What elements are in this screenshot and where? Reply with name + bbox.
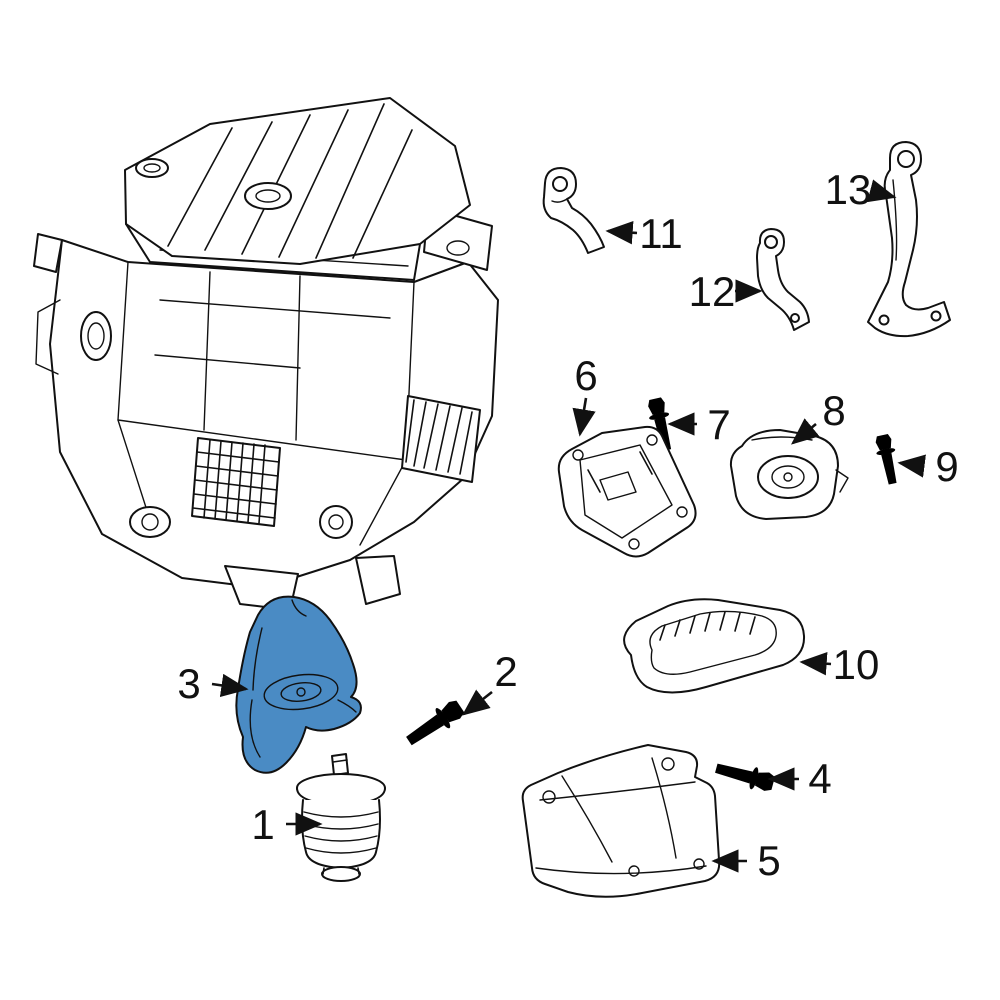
label-part-7: 7 [707, 401, 730, 448]
part-6-bracket [557, 425, 697, 558]
part-9-bolt [872, 433, 903, 486]
part-3-mount-bracket-highlighted [235, 595, 362, 774]
part-1-engine-mount [296, 753, 386, 882]
label-part-8: 8 [822, 387, 845, 434]
arrow-8 [790, 418, 820, 445]
arrow-3 [211, 673, 249, 697]
part-8-mount [729, 429, 849, 520]
arrow-9 [897, 454, 926, 478]
arrow-13 [867, 179, 897, 203]
label-part-9: 9 [935, 443, 958, 490]
part-5-mount-bracket [521, 744, 721, 898]
callout-arrows [211, 179, 926, 873]
part-10-support-bracket [623, 598, 806, 694]
arrow-11 [605, 221, 638, 245]
engine-assembly-illustration [33, 97, 499, 611]
label-part-2: 2 [494, 648, 517, 695]
label-part-6: 6 [574, 352, 597, 399]
part-13-bracket [867, 141, 951, 338]
arrow-6 [572, 397, 596, 437]
arrow-10 [799, 652, 832, 676]
label-part-12: 12 [689, 268, 736, 315]
label-part-4: 4 [808, 755, 831, 802]
callout-numbers: 1 2 3 4 5 6 7 8 9 10 11 12 13 [177, 166, 958, 884]
arrow-2 [461, 689, 493, 716]
part-4-bolt [713, 757, 777, 795]
part-2-bolt [402, 696, 468, 752]
label-part-11: 11 [639, 210, 683, 257]
label-part-5: 5 [757, 837, 780, 884]
label-part-3: 3 [177, 660, 200, 707]
label-part-10: 10 [833, 641, 880, 688]
part-12-bracket [756, 228, 810, 331]
label-part-13: 13 [825, 166, 872, 213]
part-11-bracket [542, 167, 605, 254]
label-part-1: 1 [251, 801, 274, 848]
